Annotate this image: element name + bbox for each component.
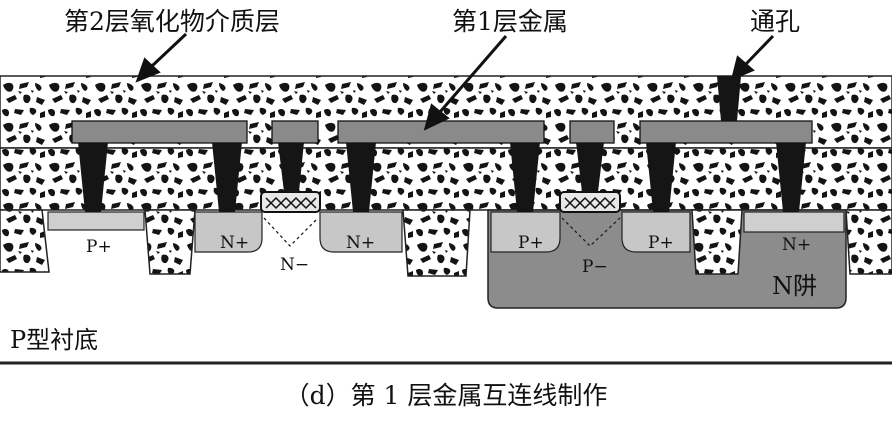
label-n-minus: N− bbox=[280, 255, 309, 275]
label-n-plus: N+ bbox=[782, 235, 811, 255]
label-p-minus: P− bbox=[582, 257, 608, 277]
n-plus-well-tap bbox=[743, 211, 845, 233]
figure-caption: （d）第 1 层金属互连线制作 bbox=[285, 381, 608, 410]
label-substrate: P型衬底 bbox=[10, 326, 98, 354]
n-minus-ldd bbox=[263, 217, 319, 247]
p-plus-region bbox=[47, 211, 145, 231]
n-well bbox=[487, 209, 847, 309]
isolation-trench bbox=[691, 209, 743, 275]
p-plus-region bbox=[621, 211, 691, 253]
contact-plugs bbox=[78, 142, 806, 212]
p-plus-region bbox=[490, 211, 561, 253]
via-plug bbox=[717, 76, 741, 121]
p-minus-ldd bbox=[561, 217, 621, 247]
label-p-plus: P+ bbox=[86, 237, 112, 257]
label-n-plus: N+ bbox=[346, 233, 375, 253]
oxide-layer-1 bbox=[0, 147, 892, 211]
gate-pmos bbox=[559, 191, 621, 213]
label-p-plus: P+ bbox=[648, 233, 674, 253]
gate-nmos bbox=[260, 191, 321, 213]
label-dielectric-layer-2: 第2层氧化物介质层 bbox=[64, 7, 280, 36]
isolation-trench bbox=[402, 209, 471, 277]
isolation-trench bbox=[0, 209, 50, 273]
label-p-plus: P+ bbox=[518, 233, 544, 253]
leader-arrows bbox=[135, 32, 775, 131]
n-plus-region bbox=[194, 211, 263, 253]
isolation-trench bbox=[845, 209, 892, 275]
label-n-plus: N+ bbox=[220, 233, 249, 253]
label-via: 通孔 bbox=[750, 7, 800, 36]
isolation-trench bbox=[144, 209, 196, 275]
label-n-well: N阱 bbox=[772, 272, 817, 300]
n-plus-region bbox=[319, 211, 403, 253]
metal-1-lines bbox=[71, 120, 813, 144]
label-metal-1: 第1层金属 bbox=[452, 7, 568, 36]
